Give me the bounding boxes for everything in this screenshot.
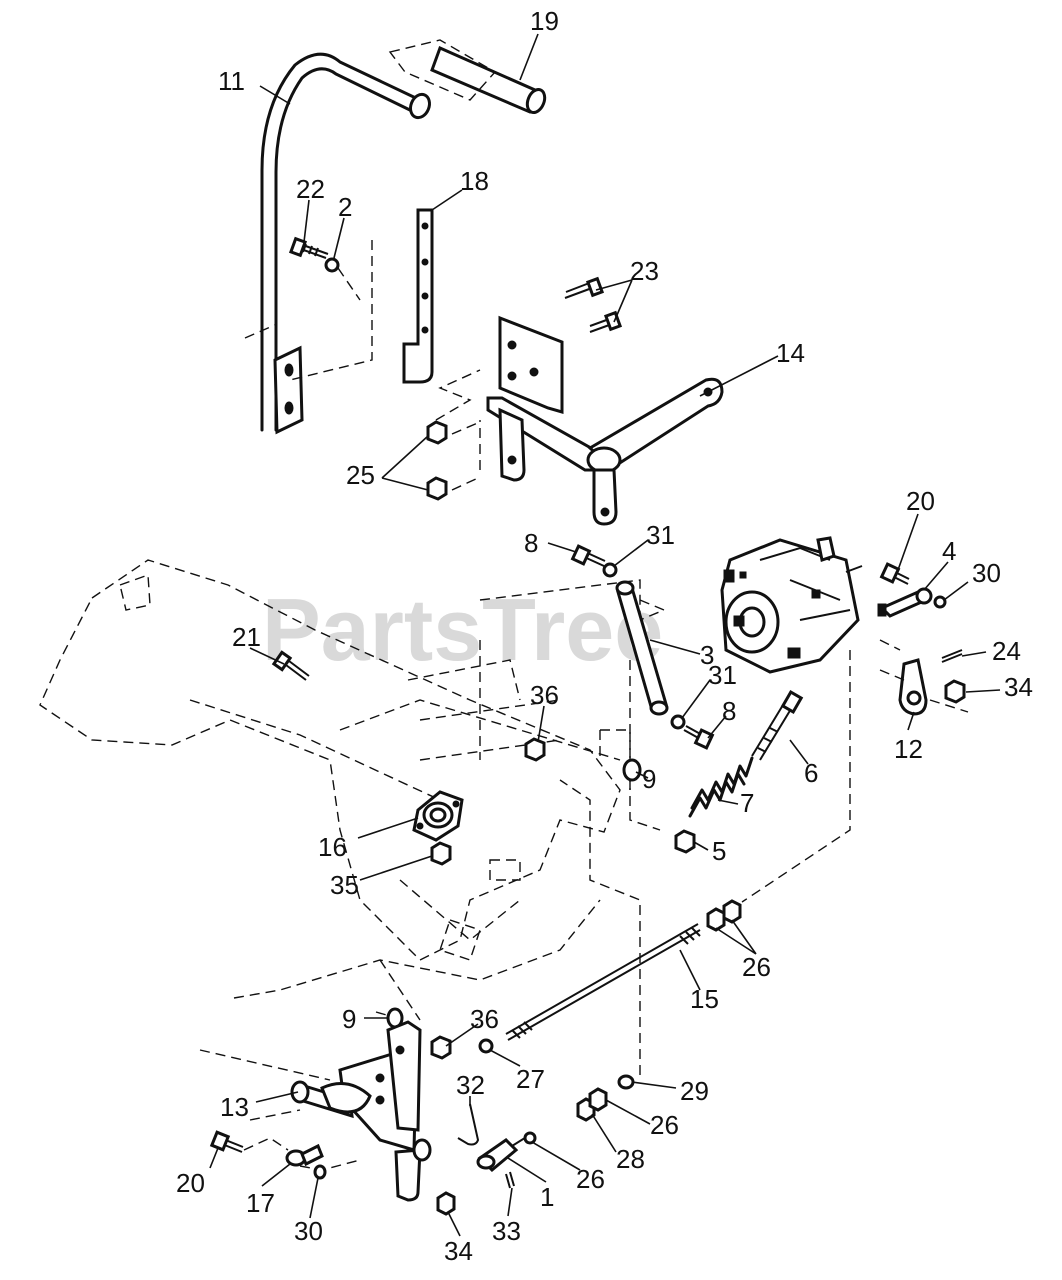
callout-31-upper: 31 [646,520,675,550]
callout-31-lower: 31 [708,660,737,690]
washer-27-part [478,1038,494,1054]
bolt-21-part [271,650,310,681]
bolt-20-upper-part [879,562,910,585]
callout-7: 7 [740,788,754,818]
callout-36-lower: 36 [470,1004,499,1034]
callout-29: 29 [680,1076,709,1106]
bolts-23-part [564,276,623,333]
bearing-16-part [412,790,464,842]
bracket-18-part [402,208,434,384]
callout-labels: 19 11 18 22 2 23 14 25 20 4 30 8 31 21 3… [176,6,1033,1266]
callout-35: 35 [330,870,359,900]
nut-34-lower-part [436,1191,456,1216]
callout-8-upper: 8 [524,528,538,558]
leader-lines [209,33,1001,1237]
callout-22: 22 [296,174,325,204]
callout-14: 14 [776,338,805,368]
callout-6: 6 [804,758,818,788]
nut-35-part [430,841,452,866]
callout-26-lower: 26 [576,1164,605,1194]
bolt-24-part [941,649,963,663]
callout-2: 2 [338,192,352,222]
callout-4: 4 [942,536,956,566]
pin-32-part [457,1103,480,1146]
callout-11: 11 [218,66,245,96]
callout-13: 13 [220,1092,249,1122]
pin-9-upper-part [599,729,661,831]
callout-19: 19 [530,6,559,36]
callout-20-lower: 20 [176,1168,205,1198]
rod-end-1-part [476,1135,529,1173]
callout-8-lower: 8 [722,696,736,726]
control-rod-15-part [505,923,701,1041]
arm-12-part [879,639,969,716]
pedal-bracket-13-part [199,1020,432,1202]
washer-29-part [617,1074,635,1090]
callout-23: 23 [630,256,659,286]
bolt-6-part [751,690,804,761]
callout-30-lower: 30 [294,1216,323,1246]
callout-34-lower: 34 [444,1236,473,1266]
nut-36-upper-part [524,737,546,762]
washer-30-upper-part [933,595,947,609]
callout-34-upper: 34 [1004,672,1033,702]
nut-34-upper-part [944,679,966,704]
mower-frame-ghost [39,559,641,961]
callout-33: 33 [492,1216,521,1246]
pin-33-part [505,1171,515,1189]
watermark: PartsTree [262,580,663,679]
nut-36-lower-part [430,1035,452,1060]
callout-12: 12 [894,734,923,764]
bolt-8-lower-part [683,725,715,750]
transmission-part [720,536,863,674]
callout-15: 15 [690,984,719,1014]
callout-1: 1 [540,1182,554,1212]
callout-17: 17 [246,1188,275,1218]
nuts-25-part [426,369,481,501]
callout-5: 5 [712,836,726,866]
callout-18: 18 [460,166,489,196]
callout-9-lower: 9 [342,1004,356,1034]
callout-16: 16 [318,832,347,862]
callout-24: 24 [992,636,1021,666]
callout-28: 28 [616,1144,645,1174]
washer-26-lower-a-part [523,1131,537,1145]
callout-32: 32 [456,1070,485,1100]
handle-grip-part [388,39,547,115]
link-4-part [877,587,933,618]
nut-26-upper-b-part [722,899,742,924]
damper-3-part [615,580,669,716]
handle-bar-part [244,52,431,435]
callout-25: 25 [346,460,375,490]
nut-26-lower-b-part [588,1087,608,1112]
washer-31-lower-part [670,714,686,730]
callout-26-upper: 26 [742,952,771,982]
callout-9-upper: 9 [642,764,656,794]
bolt-8-upper-part [570,544,618,578]
bolt-22-part [288,236,340,273]
nut-26-upper-a-part [706,907,726,932]
washer-30-lower-part [313,1164,327,1180]
callout-21: 21 [232,622,261,652]
bolt-20-lower-part [209,1130,244,1153]
callout-36-upper: 36 [530,680,559,710]
link-17-part [243,1137,361,1171]
shaft-assembly-14-part [486,315,724,526]
callout-3: 3 [700,640,714,670]
callout-30-upper: 30 [972,558,1001,588]
callout-26-mid: 26 [650,1110,679,1140]
nut-5-part [674,829,696,854]
callout-20-upper: 20 [906,486,935,516]
callout-27: 27 [516,1064,545,1094]
